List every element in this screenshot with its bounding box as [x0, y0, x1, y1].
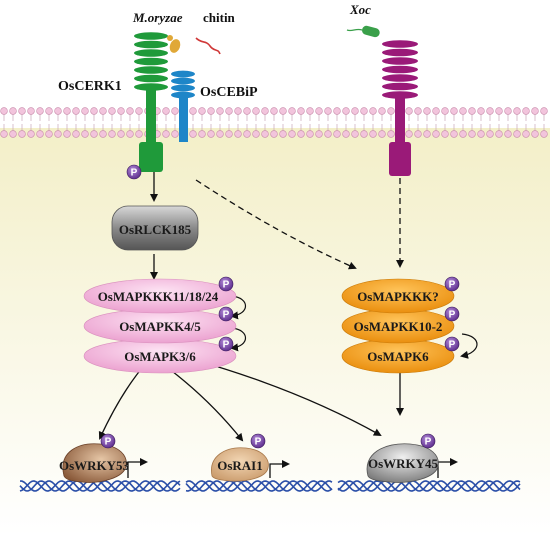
node-osmapkkk11-18-24: [83, 278, 237, 314]
node-osrlck185: [111, 205, 199, 251]
chitin-fragment-icon: [195, 37, 221, 55]
node-osmapk3-6-label: OsMAPK3/6: [124, 349, 196, 364]
oscerk1-receptor: [134, 32, 168, 172]
node-osmapkk4-5-label: OsMAPKK4/5: [119, 319, 201, 334]
node-osrai1: [211, 447, 269, 482]
p-badge-mapkk-left: P: [218, 306, 234, 322]
bacterium-icon: [346, 25, 380, 38]
receptor-domain: [134, 83, 168, 91]
node-oswrky53: [62, 443, 127, 483]
receptor-domain: [382, 91, 418, 99]
p-badge-mapkkk-right: P: [444, 276, 460, 292]
label-chitin: chitin: [203, 10, 236, 25]
svg-text:P: P: [223, 340, 230, 351]
node-oswrky45: [366, 443, 439, 483]
receptor-domain: [382, 40, 418, 48]
p-badge-mapk-left: P: [218, 336, 234, 352]
p-badge-mapkkk-left: P: [218, 276, 234, 292]
node-osmapkk10-2-label: OsMAPKK10-2: [354, 319, 443, 334]
p-badge-mapk-right: P: [444, 336, 460, 352]
p-badge-mapkk-right: P: [444, 306, 460, 322]
left-mapk-cascade: OsMAPKKK11/18/24 OsMAPKK4/5 OsMAPK3/6: [83, 278, 237, 374]
svg-text:P: P: [223, 310, 230, 321]
fungus-spore-icon: [167, 35, 181, 53]
label-m-oryzae: M.oryzae: [132, 10, 183, 25]
p-badge-wrky45: P: [420, 433, 436, 449]
receptor-domain: [134, 74, 168, 83]
phospho-arrow-mapkk10-to-mapk6: [460, 333, 478, 359]
dashed-arrow-cerk1-to-mapkkk: [195, 179, 357, 270]
receptor-domain: [171, 70, 195, 78]
arrow-mapk-to-wrky45: [194, 359, 382, 436]
receptor-domain: [382, 82, 418, 91]
svg-text:P: P: [449, 310, 456, 321]
p-badge-rai1: P: [250, 433, 266, 449]
receptor-domain: [134, 66, 168, 74]
plasma-membrane: [0, 107, 548, 138]
receptor-domain: [382, 48, 418, 57]
node-osmapkkk11-18-24-label: OsMAPKKK11/18/24: [98, 289, 219, 304]
svg-text:P: P: [223, 280, 230, 291]
node-osrai1-label: OsRAI1: [217, 458, 263, 473]
tss-arrow-rai1: [269, 460, 290, 478]
xoc-receptor: [382, 40, 418, 176]
svg-text:P: P: [449, 280, 456, 291]
receptor-domain: [382, 65, 418, 74]
node-osrlck185-label: OsRLCK185: [119, 222, 192, 237]
label-oscebip: OsCEBiP: [200, 85, 258, 100]
node-oswrky45-label: OsWRKY45: [368, 456, 439, 471]
p-badge-wrky53: P: [100, 433, 116, 449]
svg-text:P: P: [105, 437, 112, 448]
receptor-domain: [171, 77, 195, 85]
arrow-mapk-to-wrky53: [98, 367, 143, 440]
svg-text:P: P: [255, 437, 262, 448]
label-xoc: Xoc: [349, 2, 371, 17]
receptor-domain: [134, 57, 168, 66]
node-oswrky53-label: OsWRKY53: [59, 458, 130, 473]
arrow-mapk-to-rai1: [167, 367, 244, 442]
phospho-arrow-mapkk-to-mapk: [230, 327, 247, 352]
svg-text:P: P: [131, 168, 138, 179]
receptor-domain: [382, 57, 418, 65]
right-mapk-cascade: OsMAPKKK? OsMAPKK10-2 OsMAPK6: [341, 278, 455, 374]
dna-helices: [19, 480, 521, 492]
svg-text:P: P: [425, 437, 432, 448]
receptor-domain: [134, 32, 168, 40]
svg-text:P: P: [449, 340, 456, 351]
node-osmapkkk-unknown-label: OsMAPKKK?: [357, 289, 439, 304]
receptor-domain: [134, 49, 168, 57]
p-badge-cerk1: P: [126, 164, 142, 180]
receptor-domain: [382, 74, 418, 82]
node-osmapk6-label: OsMAPK6: [367, 349, 429, 364]
receptor-domain: [134, 40, 168, 49]
phosphorylation-badges: P P P P P P P P P P: [100, 164, 460, 449]
label-oscerk1: OsCERK1: [58, 79, 122, 94]
oscebip-receptor: [171, 70, 195, 142]
receptor-domain: [171, 84, 195, 92]
tss-arrow-wrky53: [127, 458, 148, 478]
node-osmapkkk-unknown: [341, 278, 455, 314]
